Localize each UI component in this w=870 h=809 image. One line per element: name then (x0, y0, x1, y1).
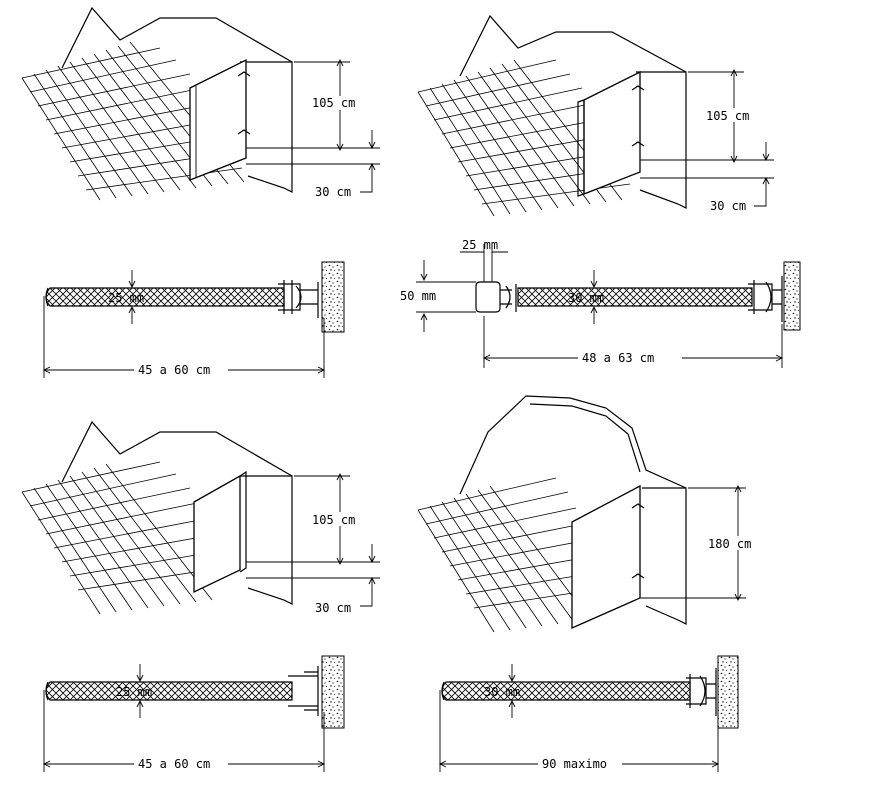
partition-wall (642, 487, 687, 625)
back-wall-outline (459, 395, 687, 495)
panel-section (517, 287, 753, 307)
floor-grid (417, 59, 631, 217)
hinge-upper-icon (237, 71, 251, 77)
panel-section (45, 681, 293, 701)
height-dimension: 105 cm (640, 68, 774, 179)
height-dimension: 105 cm (246, 58, 380, 165)
thickness-dimension: 25 mm (116, 664, 152, 718)
gap-dimension: 30 cm (315, 544, 376, 615)
detail-3-perspective: 105 cm 30 cm (21, 420, 380, 615)
length-label: 48 a 63 cm (582, 351, 654, 365)
hinge-upper-icon (631, 503, 645, 509)
gap-dimension: 30 cm (710, 142, 770, 213)
floor-grid (21, 41, 245, 201)
thickness-dimension: 30 mm (568, 270, 604, 324)
hinge-upper-icon (631, 85, 645, 91)
detail-2-section: 25 mm 50 mm 30 mm 48 a 63 cm (400, 238, 801, 368)
height-label: 105 cm (312, 513, 355, 527)
length-dimension: 45 a 60 cm (42, 296, 326, 378)
gap-dimension: 30 cm (315, 130, 376, 199)
gap-label: 30 cm (315, 601, 351, 615)
wall-section (321, 261, 345, 333)
floor-grid (417, 477, 607, 633)
door-panel (193, 474, 241, 594)
end-profile (577, 99, 585, 197)
panel-section (45, 287, 285, 307)
partition-wall (240, 475, 293, 605)
hinge-lower-icon (631, 141, 645, 147)
door-panel (189, 58, 247, 181)
continuous-hinge (239, 470, 247, 573)
thickness-label: 25 mm (108, 291, 144, 305)
wall-fitting (748, 276, 783, 322)
height-label: 105 cm (312, 96, 355, 110)
thickness-dimension: 30 mm (484, 664, 520, 718)
wall-fitting (686, 668, 717, 716)
detail-4-section: 30 mm 90 maximo (438, 655, 739, 772)
height-label: 180 cm (708, 537, 751, 551)
length-dimension: 48 a 63 cm (482, 316, 784, 368)
thickness-dimension: 25 mm (108, 270, 144, 324)
back-wall-outline (459, 14, 687, 77)
detail-3-section: 25 mm 45 a 60 cm (42, 655, 345, 772)
edge-dimension: 25 mm (460, 238, 508, 282)
length-label: 45 a 60 cm (138, 363, 210, 377)
profile-dimension: 50 mm (400, 260, 476, 332)
door-panel (583, 70, 641, 195)
height-dimension: 180 cm (640, 484, 758, 602)
length-dimension: 45 a 60 cm (42, 690, 326, 772)
detail-1-section: 25 mm 45 a 60 cm (42, 261, 345, 378)
hinge-lower-icon (631, 573, 645, 579)
wall-section (783, 261, 801, 331)
back-wall-outline (61, 420, 293, 483)
profile-label: 50 mm (400, 289, 436, 303)
door-panel (571, 484, 641, 629)
edge-label: 25 mm (462, 238, 498, 252)
height-label: 105 cm (706, 109, 749, 123)
detail-2-perspective: 105 cm 30 cm (417, 14, 774, 217)
gap-label: 30 cm (710, 199, 746, 213)
end-profile-section (475, 281, 501, 313)
wall-fitting (278, 280, 319, 318)
hinge-lower-icon (237, 129, 251, 135)
length-label: 45 a 60 cm (138, 757, 210, 771)
height-dimension: 105 cm (246, 472, 380, 579)
detail-1-perspective: 105 cm 30 cm (21, 6, 380, 201)
thickness-label: 30 mm (484, 685, 520, 699)
detail-4-perspective: 180 cm (417, 395, 758, 633)
length-label: 90 maximo (542, 757, 607, 771)
wall-fitting (288, 666, 319, 716)
wall-section (717, 655, 739, 729)
wall-section (321, 655, 345, 729)
partition-wall (240, 61, 293, 193)
partition-wall (636, 71, 687, 209)
panel-section (441, 681, 691, 701)
length-dimension: 90 maximo (438, 690, 720, 772)
floor-grid (21, 461, 235, 615)
gap-label: 30 cm (315, 185, 351, 199)
thickness-label: 25 mm (116, 685, 152, 699)
back-wall-outline (61, 6, 293, 69)
thickness-label: 30 mm (568, 291, 604, 305)
